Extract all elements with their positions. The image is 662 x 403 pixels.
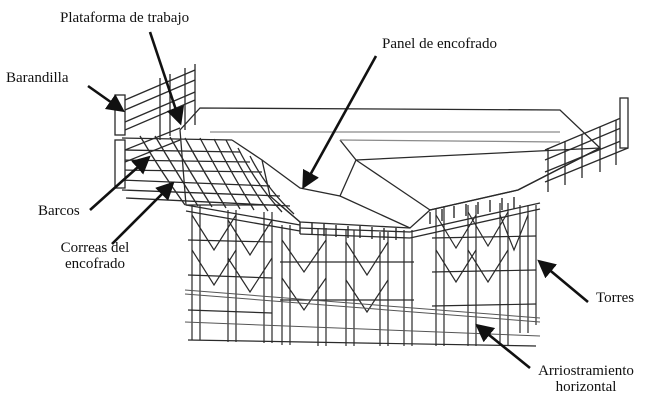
label-plataforma-de-trabajo: Plataforma de trabajo — [60, 10, 190, 26]
label-arriostramiento-line-1: Arriostramiento — [538, 363, 634, 379]
arrow-panel — [302, 55, 378, 190]
label-torres: Torres — [596, 290, 635, 306]
label-arriostramiento-horizontal: Arriostramiento horizontal — [518, 363, 654, 395]
formwork-purlins — [185, 202, 541, 239]
label-barcos: Barcos — [38, 203, 80, 219]
arrow-barandilla — [87, 84, 125, 113]
towers-scaffold — [187, 203, 537, 347]
formwork-panel — [179, 107, 602, 229]
leader-arrows — [87, 31, 589, 370]
arrow-torres — [537, 259, 589, 303]
work-platform — [117, 135, 295, 215]
left-guardrail — [114, 64, 196, 189]
arrow-plataforma — [148, 31, 185, 126]
label-correas-line-2: encofrado — [65, 256, 125, 272]
arrow-arriostramiento — [475, 323, 531, 370]
arrow-barcos — [89, 155, 151, 211]
label-barandilla: Barandilla — [6, 70, 69, 86]
joists — [299, 197, 515, 240]
horizontal-bracing — [184, 289, 541, 337]
label-correas-line-1: Correas del — [60, 240, 130, 256]
right-guardrail — [544, 97, 629, 192]
label-correas-del-encofrado: Correas del encofrado — [50, 240, 140, 272]
label-panel-de-encofrado: Panel de encofrado — [382, 36, 497, 52]
label-arriostramiento-line-2: horizontal — [555, 379, 617, 395]
arrow-correas — [111, 181, 175, 245]
